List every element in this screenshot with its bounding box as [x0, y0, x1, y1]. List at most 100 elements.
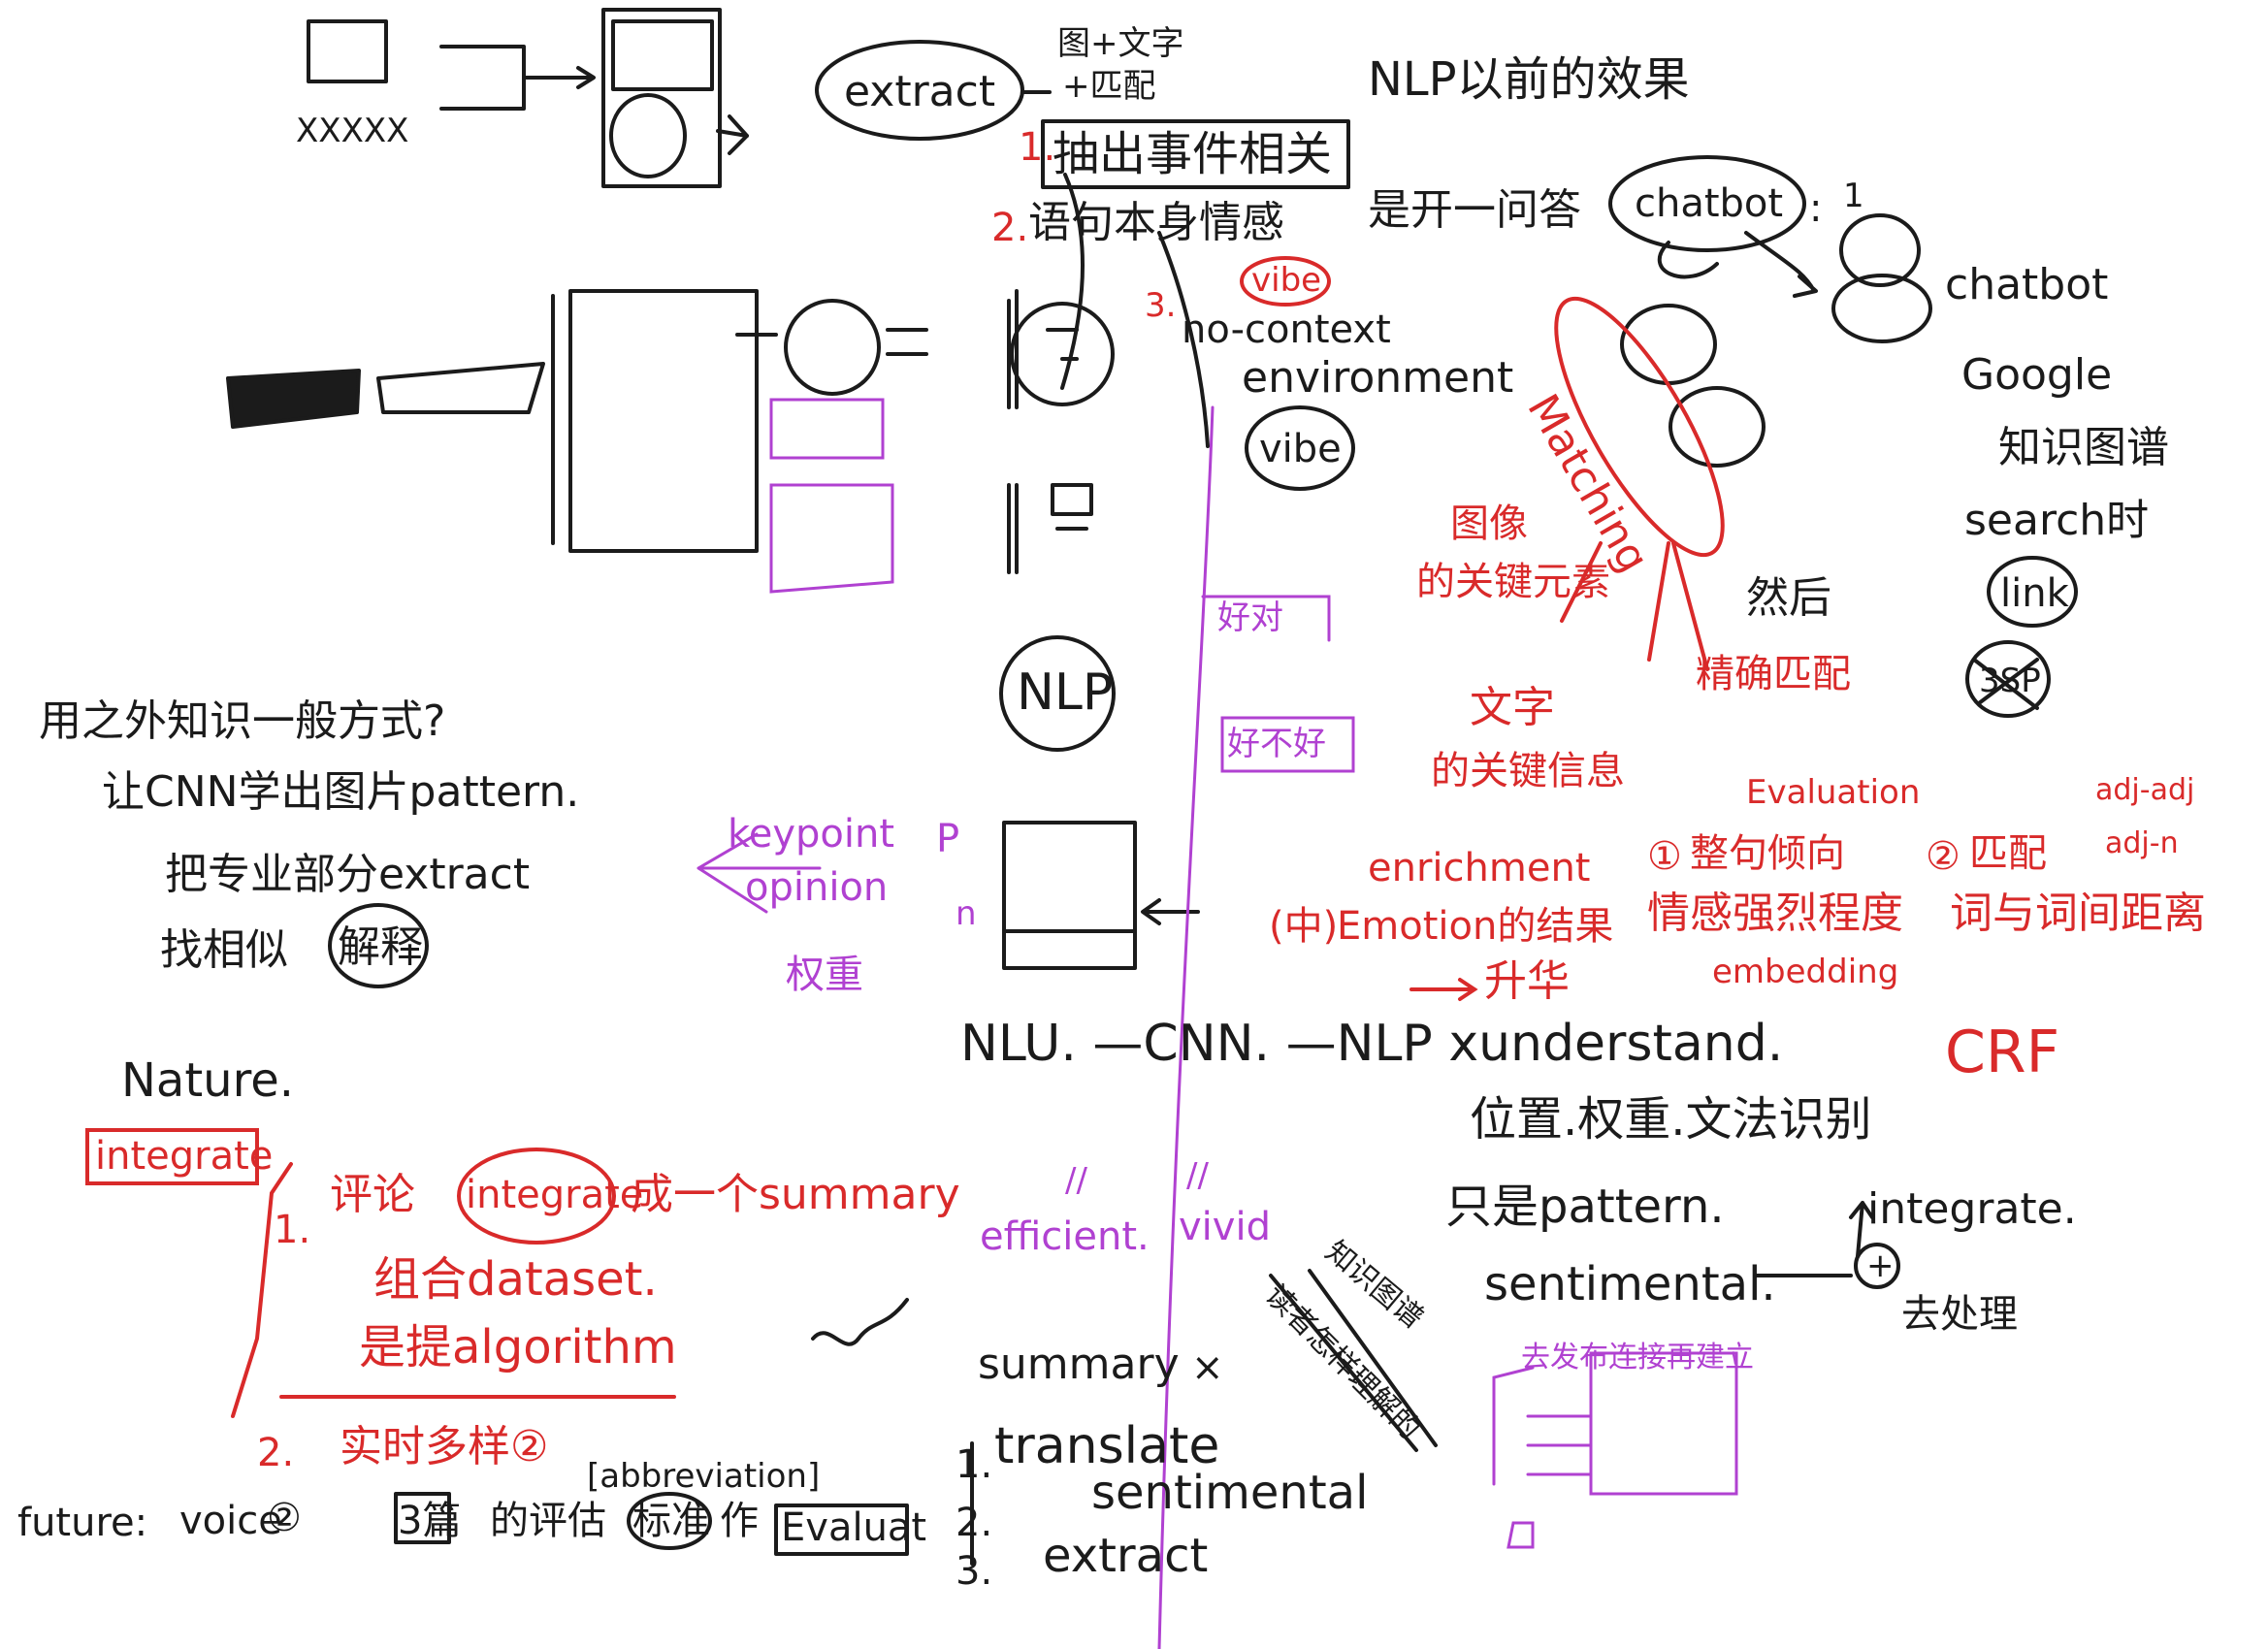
environment-label: environment [1242, 353, 1514, 403]
chatbot-line: 是开一问答 [1368, 185, 1581, 235]
image-note-1: 图像 [1450, 501, 1528, 546]
n-label: n [956, 894, 977, 933]
summary-label: summary [978, 1340, 1180, 1389]
embedding-label: embedding [1712, 953, 1899, 991]
text-note-1: 文字 [1470, 683, 1555, 732]
weight-label: 权重 [786, 953, 863, 997]
nature-label: Nature. [121, 1053, 295, 1108]
emotion-degree: 情感强烈程度 [1647, 889, 1903, 938]
process-label: 去处理 [1901, 1292, 2018, 1337]
chatbot-circled: chatbot [1635, 181, 1784, 226]
sentence-tendency: 整句倾向 [1690, 831, 1845, 876]
explain-circled: 解释 [338, 922, 423, 972]
link-label: link [2000, 571, 2069, 616]
enrichment-label: enrichment [1368, 846, 1591, 890]
text-note-2: 的关键信息 [1431, 749, 1625, 793]
voice-label: voice [179, 1499, 282, 1543]
keypoint-label: keypoint [728, 812, 895, 857]
cnn-line: 让CNN学出图片pattern. [102, 767, 580, 817]
knowledge-graph: 知识图谱 [1998, 423, 2169, 472]
explain-line: 找相似 [160, 925, 288, 975]
image-note-2: 的关键元素 [1416, 560, 1610, 604]
title-note: NLP以前的效果 [1368, 52, 1690, 107]
precise-match: 精确匹配 [1696, 652, 1851, 696]
eval-text-2: 作 [720, 1499, 759, 1543]
google-label: Google [1961, 350, 2113, 400]
item1-number: 1. [1019, 125, 1056, 170]
circle-two: ② [1926, 834, 1960, 879]
box-note: 去发布连接再建立 [1521, 1341, 1754, 1374]
p-label: P [936, 817, 960, 861]
ditto-mark-1: // [1065, 1161, 1087, 1200]
point1-number: 1. [274, 1208, 311, 1252]
integrate-right: integrate. [1867, 1184, 2077, 1234]
note-match: +匹配 [1062, 67, 1156, 106]
panel-sketch [568, 289, 759, 553]
matching-oval [1554, 296, 1725, 558]
item3-number: 3. [1145, 286, 1177, 325]
list3-extract: extract [1043, 1529, 1209, 1583]
no-context-label: no-context [1182, 307, 1391, 352]
chatbot-colon: : [1809, 186, 1823, 231]
crf-label: CRF [1945, 1018, 2060, 1086]
realtime-label: 实时多样② [340, 1422, 549, 1471]
extract-line: 把专业部分extract [165, 850, 531, 899]
list2-sentimental: sentimental [1091, 1466, 1369, 1520]
chatbot-circle [1608, 155, 1806, 252]
event-box [1041, 119, 1350, 189]
item2-number: 2. [991, 206, 1029, 250]
circle-one: ① [1647, 834, 1682, 879]
question-line: 用之外知识一般方式? [39, 696, 446, 746]
vivid-label: vivid [1179, 1205, 1271, 1249]
phone-frame-sketch [601, 8, 722, 188]
sketch-label: XXXXX [296, 112, 409, 150]
algorithm-label: 是提algorithm [359, 1320, 677, 1374]
screen-sketch [1002, 821, 1137, 970]
list3-number: 3. [956, 1549, 993, 1594]
emotion-prefix: (中) [1269, 904, 1339, 949]
not-good-label: 好不好 [1227, 725, 1326, 763]
review-text: 评论 [330, 1170, 415, 1219]
eval-text: 的评估 [490, 1499, 606, 1543]
review-circled: integrate [466, 1173, 644, 1217]
plus-mark: + [1866, 1246, 1895, 1285]
link-circle [1987, 556, 2078, 628]
item2-text: 语句本身情感 [1028, 198, 1284, 247]
list2-number: 2. [956, 1501, 993, 1545]
scraped-label: 3SP [1979, 662, 2041, 700]
abbreviation-label: [abbreviation] [587, 1457, 821, 1496]
summary-x: × [1191, 1345, 1224, 1390]
vibe-circle [1245, 405, 1355, 491]
efficient-label: efficient. [980, 1214, 1150, 1259]
vibe-top: vibe [1251, 261, 1322, 300]
note-image-text: 图+文字 [1057, 24, 1184, 63]
one-mark: 1 [1843, 177, 1864, 215]
adj-adj: adj-adj [2095, 773, 2195, 807]
future-label: future: [17, 1501, 148, 1545]
vertical-divider-line [1157, 405, 1215, 1649]
evaluat-box-label: Evaluat [781, 1505, 927, 1550]
extract-label: extract [844, 67, 996, 116]
three-box-label: 3篇 [398, 1499, 462, 1543]
search-label: search时 [1964, 496, 2150, 545]
sentimental-label: sentimental. [1484, 1257, 1776, 1311]
nlu-line: NLU. —CNN. —NLP xunderstand. [960, 1015, 1784, 1073]
voice-mark: ② [267, 1496, 302, 1540]
word-distance: 词与词间距离 [1950, 889, 2206, 938]
match-label: 匹配 [1969, 831, 2047, 876]
upgrade-label: 升华 [1484, 956, 1570, 1006]
review-summary: 成一个summary [631, 1170, 960, 1219]
integrate-box [85, 1128, 259, 1185]
small-box-sketch [307, 19, 388, 83]
integrate-box-label: integrate [95, 1134, 274, 1179]
eval-circled: 标准 [632, 1499, 710, 1543]
item1-text: 抽出事件相关 [1053, 127, 1333, 181]
pattern-line: 只是pattern. [1445, 1180, 1725, 1234]
emotion-result: Emotion的结果 [1337, 904, 1614, 949]
list1-translate: translate [994, 1417, 1220, 1475]
positive-label: 好对 [1217, 598, 1283, 637]
vibe-circled-label: vibe [1259, 427, 1342, 471]
chatbot-right: chatbot [1945, 260, 2109, 309]
bracket-arrow [439, 45, 596, 111]
